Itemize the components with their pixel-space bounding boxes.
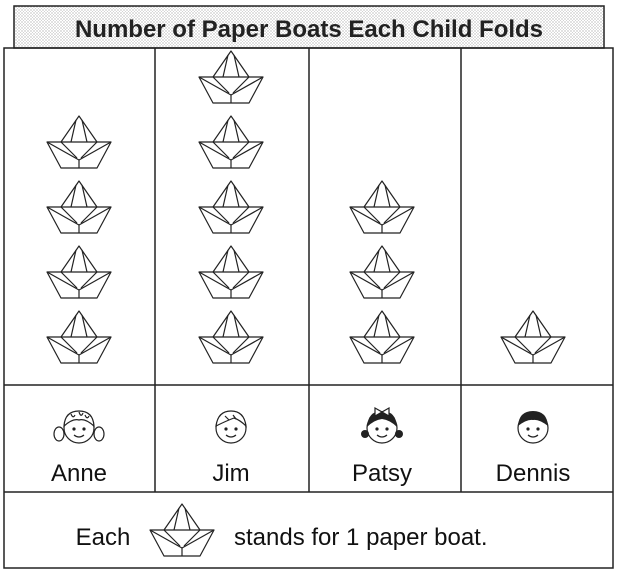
legend-paper-boat-icon	[149, 503, 215, 557]
legend-prefix: Each	[76, 524, 131, 551]
paper-boat-icon-patsy-3	[349, 180, 415, 234]
category-label-jim: Jim	[212, 460, 249, 487]
paper-boat-icon-anne-4	[46, 115, 112, 169]
jim-face-icon	[215, 410, 247, 444]
paper-boat-icon-anne-1	[46, 310, 112, 364]
paper-boat-icon-anne-2	[46, 245, 112, 299]
patsy-face-icon	[361, 406, 403, 444]
paper-boat-icon-jim-4	[198, 115, 264, 169]
anne-face-icon	[53, 410, 105, 444]
title-band	[13, 5, 605, 49]
paper-boat-icon-jim-3	[198, 180, 264, 234]
paper-boat-icon-anne-3	[46, 180, 112, 234]
category-label-patsy: Patsy	[352, 460, 412, 487]
legend-suffix: stands for 1 paper boat.	[234, 524, 488, 551]
faces-layer	[53, 406, 549, 444]
boats-layer	[46, 50, 566, 364]
paper-boat-icon-jim-1	[198, 310, 264, 364]
category-label-anne: Anne	[51, 460, 107, 487]
category-label-dennis: Dennis	[496, 460, 571, 487]
chart-title: Number of Paper Boats Each Child Folds	[75, 16, 543, 43]
paper-boat-icon-dennis-1	[500, 310, 566, 364]
paper-boat-icon-jim-5	[198, 50, 264, 104]
paper-boat-icon-patsy-1	[349, 310, 415, 364]
dennis-face-icon	[517, 411, 549, 444]
paper-boat-icon-jim-2	[198, 245, 264, 299]
paper-boat-icon-patsy-2	[349, 245, 415, 299]
